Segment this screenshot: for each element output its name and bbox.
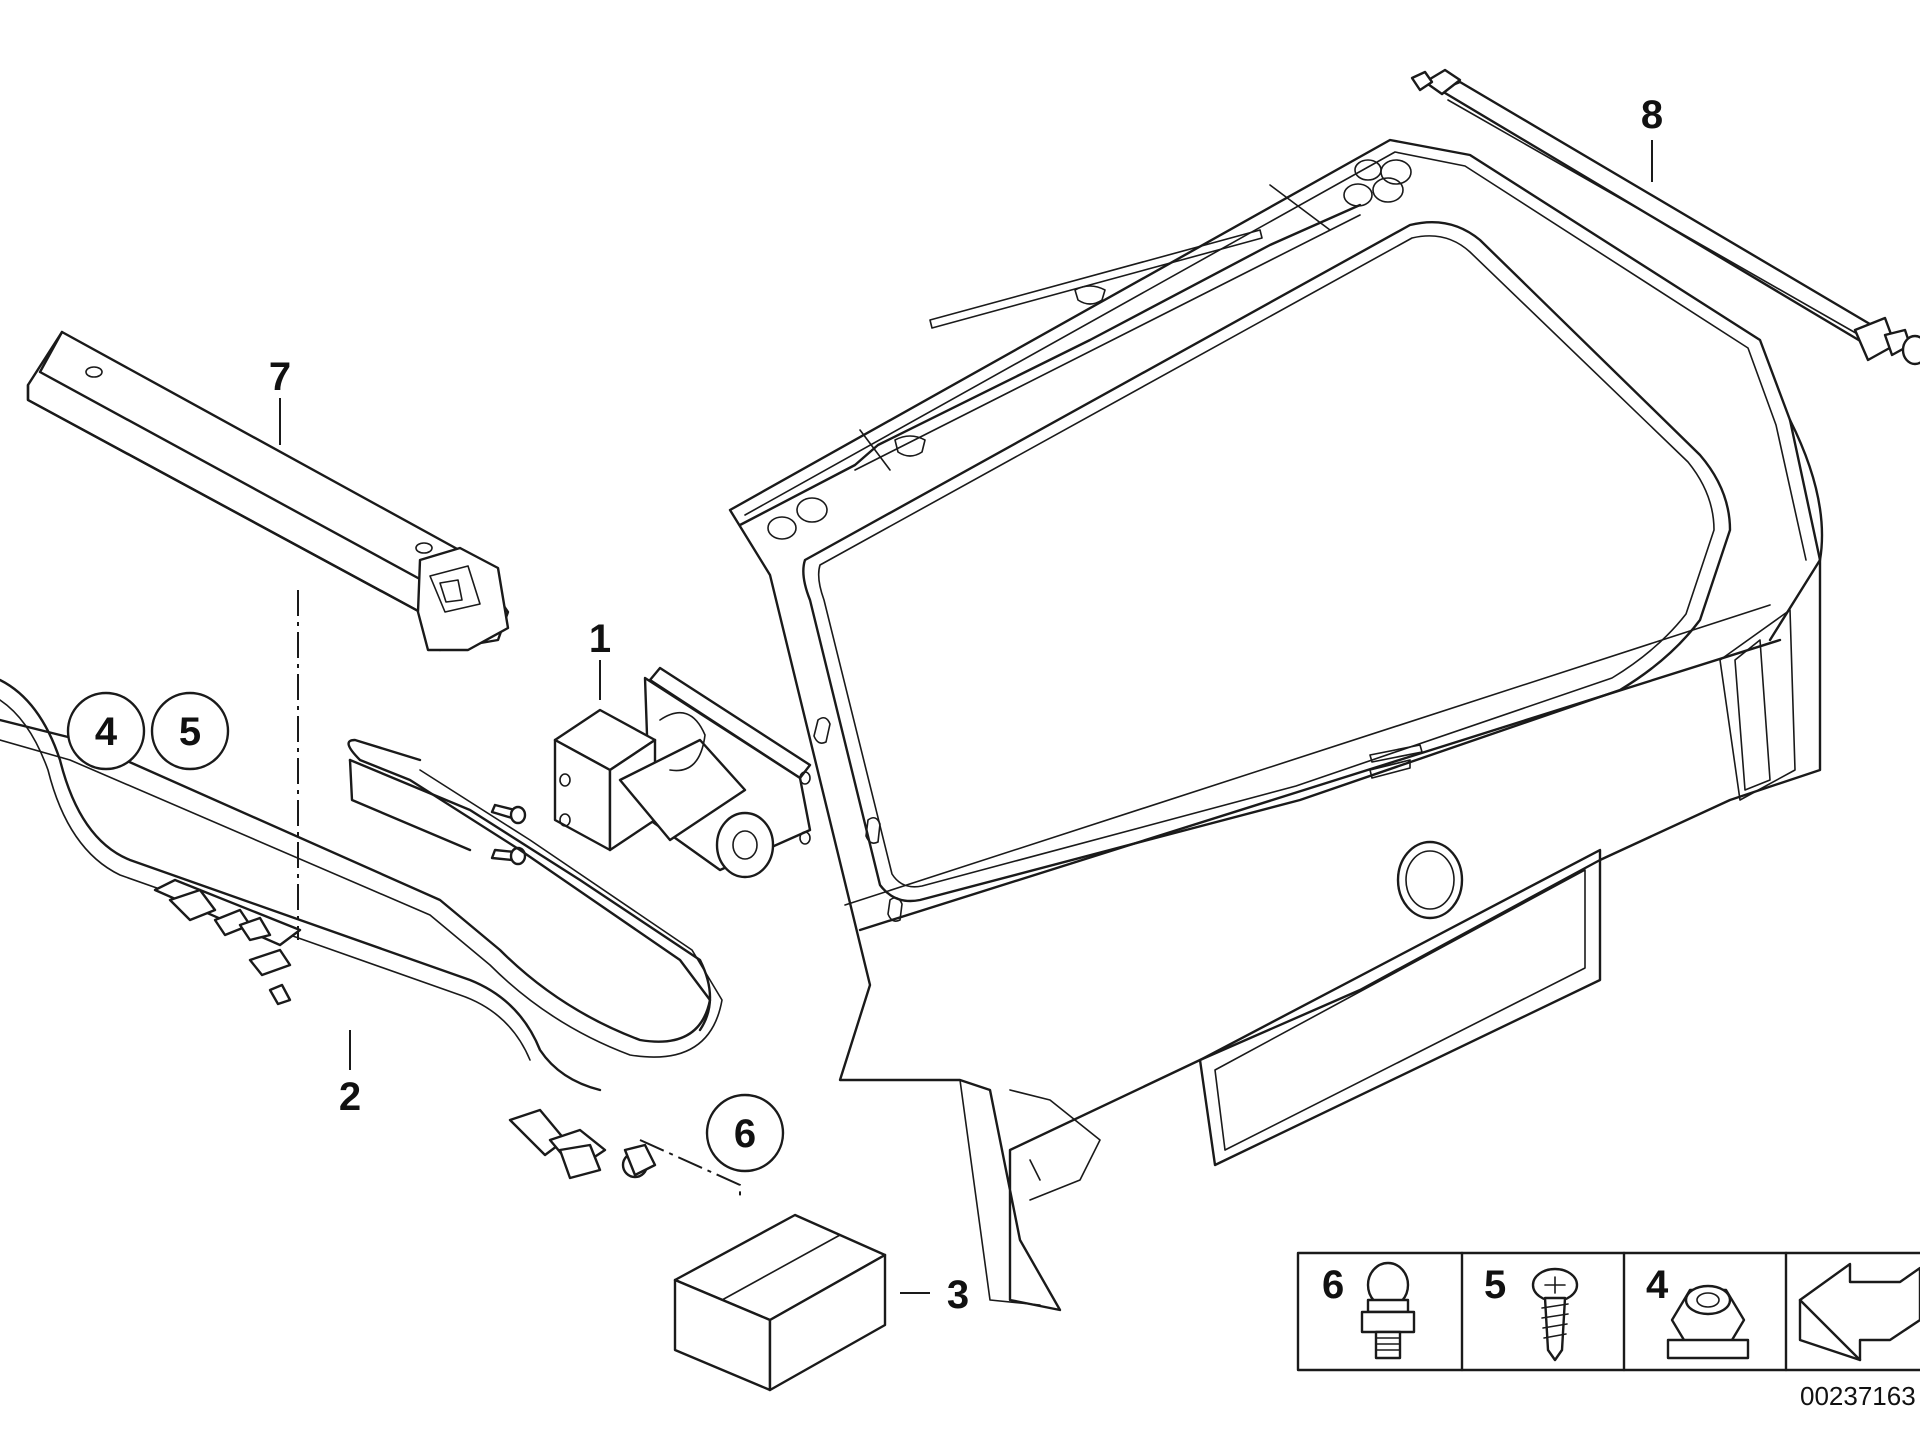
- legend-label-6: 6: [1322, 1263, 1344, 1307]
- legend-label-4: 4: [1646, 1263, 1669, 1307]
- callout-8: 8: [1641, 93, 1663, 137]
- cable-harness-part-2: 2: [0, 678, 741, 1200]
- callout-3: 3: [947, 1273, 969, 1317]
- cover-part-7: 7: [26, 330, 510, 940]
- callout-4-circled: 4: [95, 710, 118, 754]
- hex-nut-icon: [1666, 1284, 1750, 1360]
- callout-5-circled: 5: [179, 710, 201, 754]
- reference-number: 00237163: [1800, 1381, 1916, 1411]
- tailgate-drawing: [728, 138, 1824, 1312]
- motor-unit-part-1: 1: [490, 617, 812, 879]
- callout-1: 1: [589, 617, 611, 661]
- circled-callouts: 4 5 6: [66, 691, 785, 1173]
- callout-6-circled: 6: [734, 1112, 756, 1156]
- legend-label-5: 5: [1484, 1263, 1506, 1307]
- box-part-3: 3: [673, 1213, 969, 1392]
- callout-7: 7: [269, 355, 291, 399]
- screw-icon: [1531, 1267, 1579, 1362]
- callout-2: 2: [339, 1075, 361, 1119]
- fastener-legend: 6 5 4: [1296, 1251, 1920, 1372]
- gas-strut-part-8: 8: [1410, 68, 1920, 366]
- ball-stud-icon: [1360, 1261, 1416, 1360]
- direction-arrow-icon: [1798, 1262, 1920, 1362]
